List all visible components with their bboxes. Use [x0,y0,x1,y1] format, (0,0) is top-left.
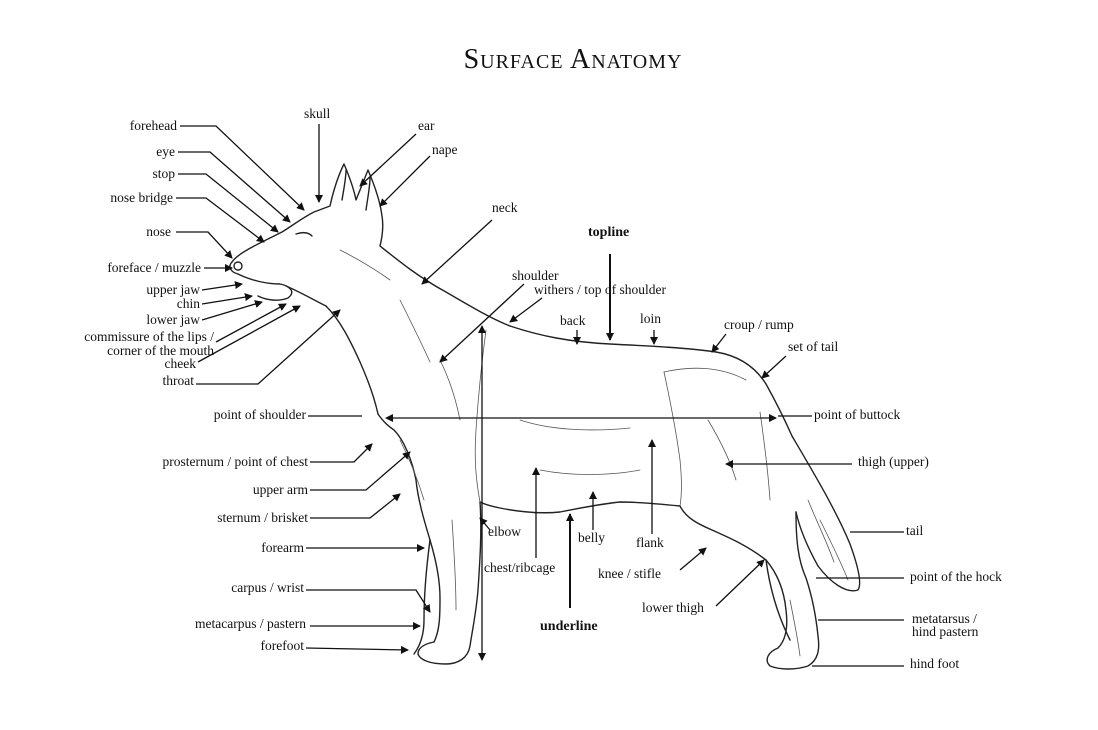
dog-outline [229,163,861,670]
label-metatarsus-1: metatarsus / [912,611,977,626]
label-skull: skull [304,106,331,121]
label-neck: neck [492,200,518,215]
label-underline: underline [540,619,598,634]
label-upper-jaw: upper jaw [146,282,200,297]
label-commissure-2: corner of the mouth [107,343,214,358]
label-chin: chin [177,296,200,311]
label-eye: eye [156,144,175,159]
label-set-of-tail: set of tail [788,339,838,354]
label-carpus: carpus / wrist [231,580,304,595]
label-forefoot: forefoot [261,638,305,653]
label-chest-ribcage: chest/ribcage [484,560,555,575]
label-loin: loin [640,311,661,326]
label-forehead: forehead [130,118,177,133]
label-forearm: forearm [261,540,304,555]
label-upper-arm: upper arm [253,482,309,497]
label-back: back [560,313,586,328]
label-ear: ear [418,118,435,133]
label-sternum: sternum / brisket [217,510,308,525]
label-point-of-hock: point of the hock [910,569,1002,584]
label-prosternum: prosternum / point of chest [163,454,309,469]
label-metatarsus-2: hind pastern [912,624,979,639]
label-thigh-upper: thigh (upper) [858,454,929,469]
label-elbow: elbow [488,524,521,539]
label-cheek: cheek [165,356,197,371]
label-lower-thigh: lower thigh [642,600,704,615]
label-topline: topline [588,225,629,240]
diagram-title: Surface Anatomy [463,44,683,75]
label-metacarpus: metacarpus / pastern [195,616,306,631]
label-throat: throat [163,373,195,388]
label-tail: tail [906,523,923,538]
label-flank: flank [636,535,664,550]
leader-lines [176,124,904,667]
label-nape: nape [432,142,457,157]
label-withers: withers / top of shoulder [534,282,666,297]
label-foreface: foreface / muzzle [107,260,201,275]
label-hind-foot: hind foot [910,656,959,671]
label-croup: croup / rump [724,317,794,332]
label-lower-jaw: lower jaw [146,312,200,327]
label-nose: nose [146,224,171,239]
label-belly: belly [578,530,605,545]
label-nose-bridge: nose bridge [110,190,173,205]
label-stop: stop [152,166,175,181]
labels: forehead skull ear nape eye stop nose br… [84,106,1002,671]
label-point-of-buttock: point of buttock [814,407,900,422]
label-point-of-shoulder: point of shoulder [214,407,307,422]
label-shoulder: shoulder [512,268,559,283]
label-knee: knee / stifle [598,566,661,581]
label-commissure-1: commissure of the lips / [84,329,214,344]
